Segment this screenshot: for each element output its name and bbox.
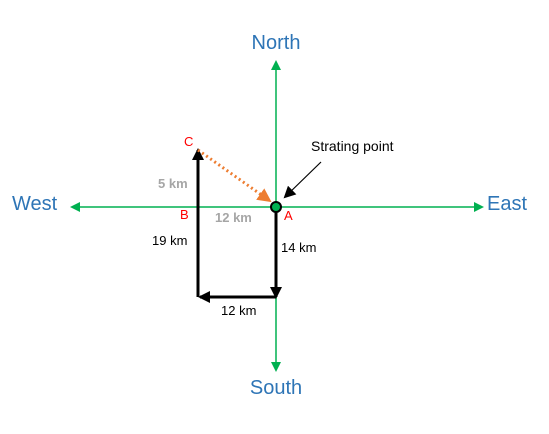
point-c-label: C [184,134,193,149]
point-a-label: A [284,208,293,223]
callout-pointer [283,161,322,199]
distance-a-south-label: 14 km [281,240,316,255]
distance-c-to-b-label: 5 km [158,176,188,191]
starting-point-marker [270,201,282,213]
return-path-c-to-a [197,148,272,203]
west-label: West [12,193,58,215]
starting-point-callout: Strating point [311,138,394,154]
point-b-label: B [180,207,189,222]
distance-north-label: 19 km [152,233,187,248]
distance-west-label: 12 km [221,303,256,318]
east-label: East [487,193,527,215]
distance-b-to-a-label: 12 km [215,210,252,225]
north-label: North [252,32,301,54]
south-label: South [250,377,302,399]
